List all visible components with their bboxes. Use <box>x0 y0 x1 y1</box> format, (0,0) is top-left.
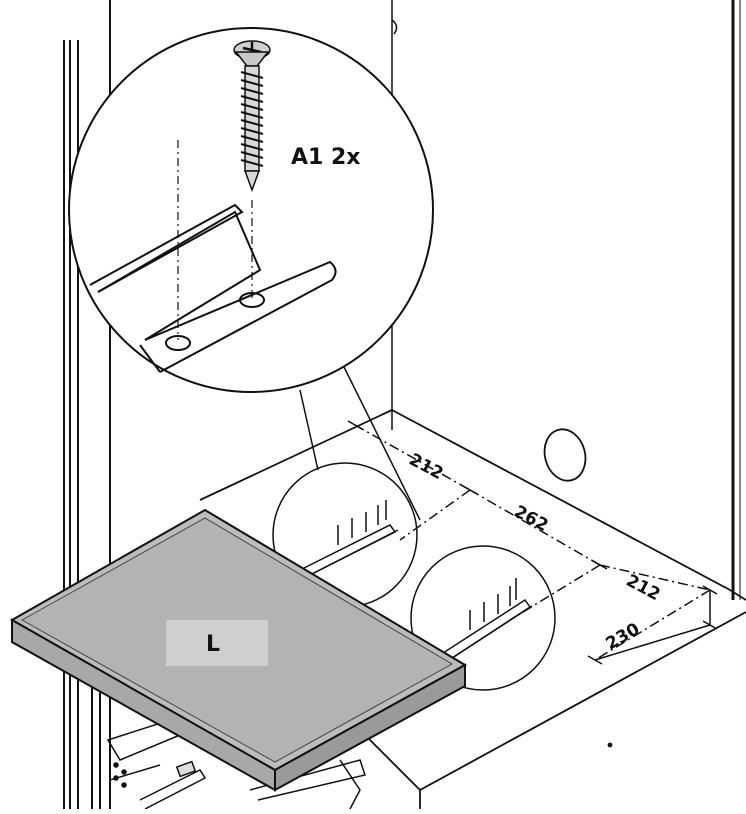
shelf-label: L <box>206 632 220 657</box>
dimension-lines <box>347 420 718 665</box>
screw-icon <box>233 40 271 193</box>
cabinet-back-wall <box>391 0 741 600</box>
dimension-label-4: 230 <box>603 619 644 654</box>
dimension-label-2: 262 <box>511 502 552 536</box>
magnified-callout <box>68 27 434 393</box>
shelf-l: L <box>9 508 468 792</box>
drawer-hardware <box>106 719 366 810</box>
detail-circle-right <box>410 545 556 691</box>
dimension-label-3: 212 <box>623 571 664 605</box>
shelf-label-box <box>166 620 268 666</box>
screw-quantity-label: A1 2x <box>291 145 361 170</box>
cabinet-floor <box>199 237 746 809</box>
dimension-label-1: 212 <box>406 450 447 484</box>
callout-leader-lines <box>299 364 421 521</box>
